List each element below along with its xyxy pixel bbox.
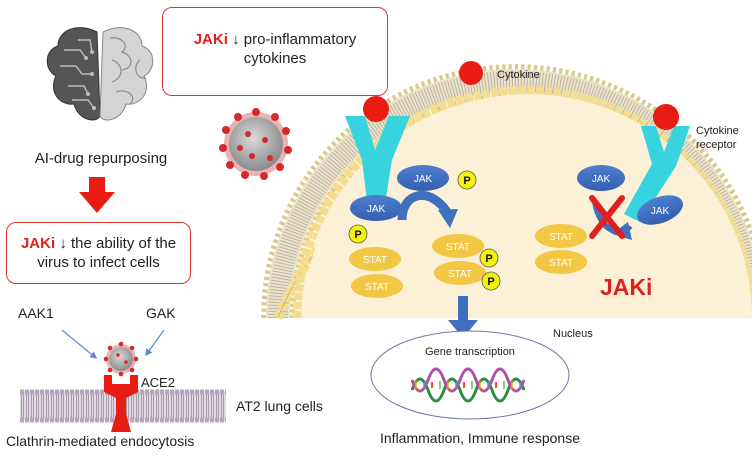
jaki-big-label: JAKi bbox=[600, 274, 652, 300]
stat-left-2: STAT bbox=[351, 274, 403, 298]
stat-phos-2: STAT bbox=[434, 261, 486, 285]
nucleus-label: Nucleus bbox=[553, 328, 593, 340]
top-box-line1: ↓ pro-inflammatory bbox=[232, 31, 357, 48]
inhibition-cross-icon bbox=[589, 195, 625, 239]
cytokine-receptor-left bbox=[345, 116, 410, 210]
svg-text:P: P bbox=[487, 276, 494, 288]
ace2-label: ACE2 bbox=[141, 375, 175, 390]
stat-phos-1: STAT bbox=[432, 234, 484, 258]
stat-right-2: STAT bbox=[535, 250, 587, 274]
at2-lung-cells-label: AT2 lung cells bbox=[236, 398, 323, 414]
left-box-line2: virus to infect cells bbox=[37, 254, 160, 271]
phosphate-1: P bbox=[457, 170, 477, 190]
gak-arrow bbox=[145, 329, 165, 357]
jak-left-top: JAK bbox=[397, 165, 449, 191]
virus-icon-large bbox=[219, 108, 292, 180]
gak-label: GAK bbox=[146, 305, 176, 321]
ai-brain-icon bbox=[46, 27, 154, 121]
svg-text:STAT: STAT bbox=[549, 232, 573, 243]
nuclear-translocation-arrow bbox=[448, 296, 478, 338]
cytokine-legend-dot bbox=[459, 61, 483, 85]
phosphate-2: P bbox=[348, 224, 368, 244]
dna-helix-icon bbox=[410, 367, 526, 403]
aak1-arrow bbox=[61, 329, 98, 359]
phosphate-4: P bbox=[481, 271, 501, 291]
jak-right-top: JAK bbox=[577, 165, 625, 191]
gene-transcription-label: Gene transcription bbox=[425, 346, 515, 358]
jaki-label-top: JAKi bbox=[193, 31, 228, 48]
svg-text:STAT: STAT bbox=[448, 269, 472, 280]
left-box-line1: ↓ the ability of the bbox=[59, 235, 177, 252]
cytokine-bound-right bbox=[653, 104, 679, 130]
cytokine-receptor-right bbox=[624, 126, 690, 222]
svg-text:P: P bbox=[485, 253, 492, 265]
activation-arrow bbox=[397, 191, 451, 221]
jak-left-bottom: JAK bbox=[350, 195, 402, 221]
receptor-label-line2: receptor bbox=[696, 139, 737, 151]
aak1-label: AAK1 bbox=[18, 305, 54, 321]
svg-text:STAT: STAT bbox=[549, 258, 573, 269]
svg-text:STAT: STAT bbox=[446, 242, 470, 253]
stat-left-1: STAT bbox=[349, 247, 401, 271]
svg-text:P: P bbox=[354, 229, 361, 241]
lipid-heads-inner bbox=[292, 86, 752, 319]
svg-text:JAK: JAK bbox=[592, 174, 611, 185]
jaki-cytokine-box: JAKi ↓ pro-inflammatory cytokines bbox=[162, 7, 388, 96]
svg-text:P: P bbox=[463, 175, 470, 187]
red-down-arrow bbox=[79, 177, 115, 213]
jaki-infection-box: JAKi ↓ the ability of the virus to infec… bbox=[6, 222, 191, 284]
svg-text:STAT: STAT bbox=[363, 255, 387, 266]
svg-text:JAK: JAK bbox=[414, 174, 433, 185]
jak-right-bottom: JAK bbox=[637, 195, 683, 225]
receptor-label-line1: Cytokine bbox=[696, 125, 739, 137]
cytoplasm bbox=[304, 94, 752, 318]
phosphate-3: P bbox=[479, 248, 499, 268]
jaki-label-left: JAKi bbox=[20, 235, 56, 252]
cytokine-bound-left bbox=[363, 96, 389, 122]
outcome-label: Inflammation, Immune response bbox=[380, 430, 580, 446]
svg-text:JAK: JAK bbox=[651, 206, 670, 217]
cytokine-legend-label: Cytokine bbox=[497, 69, 540, 81]
top-box-line2: cytokines bbox=[243, 50, 307, 67]
stat-right-1: STAT bbox=[535, 224, 587, 248]
ace2-receptor bbox=[104, 375, 138, 432]
ai-drug-repurposing-label: AI-drug repurposing bbox=[35, 150, 168, 167]
nucleus bbox=[370, 330, 570, 420]
svg-text:STAT: STAT bbox=[365, 282, 389, 293]
svg-text:JAK: JAK bbox=[367, 204, 386, 215]
virus-icon-small bbox=[103, 341, 139, 377]
endocytosis-label: Clathrin-mediated endocytosis bbox=[6, 433, 194, 449]
